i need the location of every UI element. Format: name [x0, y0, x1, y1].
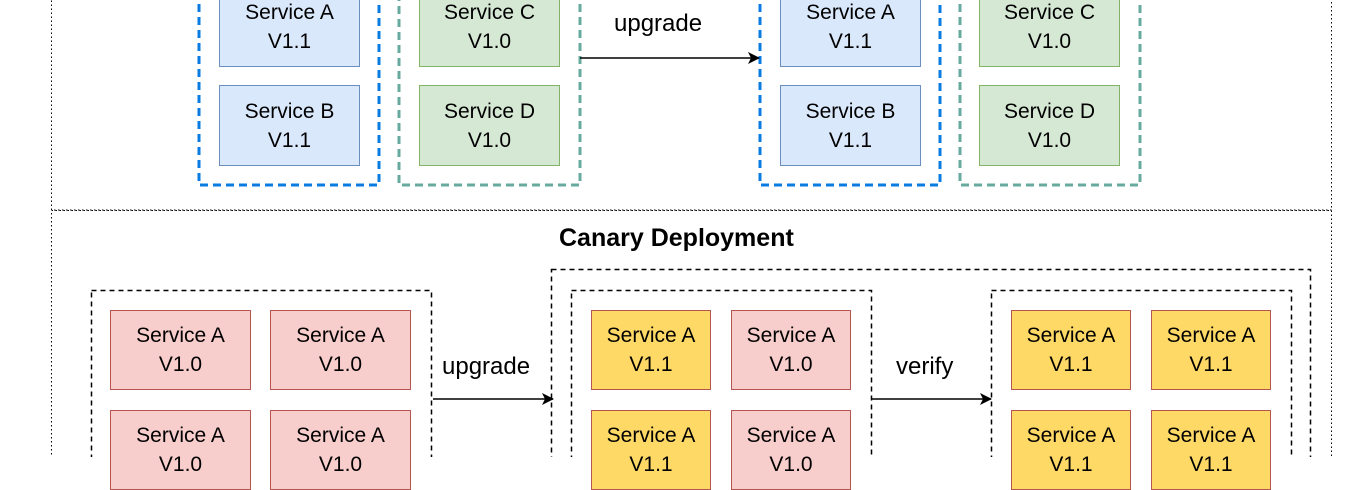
- service-box-canary-initial-2: Service A V1.0: [270, 310, 411, 390]
- blue-group-before: [197, 0, 381, 187]
- service-name: Service D: [443, 99, 536, 123]
- service-box-blue-after-1: Service A V1.1: [780, 0, 921, 67]
- service-box-canary-initial-4: Service A V1.0: [270, 410, 411, 490]
- service-box-canary-final-1: Service A V1.1: [1011, 310, 1131, 390]
- service-version: V1.1: [1049, 453, 1093, 476]
- service-version: V1.1: [1189, 353, 1233, 376]
- canary-partial-group: [570, 289, 873, 457]
- service-name: Service A: [746, 424, 836, 447]
- service-version: V1.0: [467, 128, 512, 152]
- service-version: V1.0: [318, 453, 363, 476]
- service-name: Service C: [1003, 0, 1096, 24]
- service-version: V1.0: [1027, 29, 1072, 53]
- service-box-canary-final-2: Service A V1.1: [1151, 310, 1271, 390]
- service-version: V1.1: [629, 353, 673, 376]
- canary-section-frame: [51, 210, 1332, 457]
- service-box-canary-final-4: Service A V1.1: [1151, 410, 1271, 490]
- service-version: V1.0: [467, 29, 512, 53]
- verify-label-canary: verify: [896, 353, 954, 380]
- service-version: V1.0: [158, 353, 203, 376]
- service-name: Service A: [296, 324, 385, 347]
- canary-outer-group: [550, 268, 1312, 457]
- service-box-canary-initial-1: Service A V1.0: [110, 310, 251, 390]
- service-version: V1.1: [267, 29, 312, 53]
- service-name: Service D: [1003, 99, 1096, 123]
- service-box-canary-partial-2: Service A V1.0: [731, 310, 851, 390]
- service-name: Service C: [443, 0, 536, 24]
- service-version: V1.0: [769, 353, 813, 376]
- service-box-canary-partial-1: Service A V1.1: [591, 310, 711, 390]
- service-name: Service A: [136, 424, 225, 447]
- upgrade-label-blue-green: upgrade: [614, 10, 703, 37]
- service-version: V1.0: [1027, 128, 1072, 152]
- service-name: Service A: [606, 324, 696, 347]
- service-name: Service B: [244, 99, 335, 123]
- canary-title: Canary Deployment: [559, 224, 794, 252]
- canary-initial-group: [90, 289, 433, 457]
- service-version: V1.0: [318, 353, 363, 376]
- service-name: Service A: [1166, 324, 1256, 347]
- service-box-canary-partial-4: Service A V1.0: [731, 410, 851, 490]
- green-group-after: [958, 0, 1142, 187]
- canary-final-group: [990, 289, 1293, 457]
- service-name: Service A: [245, 0, 334, 24]
- service-version: V1.0: [769, 453, 813, 476]
- service-version: V1.1: [828, 128, 873, 152]
- service-box-canary-final-3: Service A V1.1: [1011, 410, 1131, 490]
- service-box-canary-initial-3: Service A V1.0: [110, 410, 251, 490]
- diagram-canvas: [51, 0, 1332, 457]
- service-box-blue-before-1: Service A V1.1: [219, 0, 360, 67]
- service-version: V1.0: [158, 453, 203, 476]
- service-version: V1.1: [828, 29, 873, 53]
- service-version: V1.1: [629, 453, 673, 476]
- service-name: Service A: [606, 424, 696, 447]
- service-box-blue-before-2: Service B V1.1: [219, 85, 360, 166]
- service-name: Service A: [1166, 424, 1256, 447]
- service-box-green-after-2: Service D V1.0: [979, 85, 1120, 166]
- service-name: Service A: [746, 324, 836, 347]
- service-version: V1.1: [267, 128, 312, 152]
- service-name: Service A: [296, 424, 385, 447]
- blue-group-after: [758, 0, 942, 187]
- upgrade-label-canary: upgrade: [442, 353, 531, 380]
- service-box-canary-partial-3: Service A V1.1: [591, 410, 711, 490]
- service-name: Service A: [1026, 424, 1116, 447]
- service-box-green-before-1: Service C V1.0: [419, 0, 560, 67]
- service-name: Service B: [805, 99, 896, 123]
- service-box-green-after-1: Service C V1.0: [979, 0, 1120, 67]
- service-version: V1.1: [1049, 353, 1093, 376]
- service-name: Service A: [806, 0, 895, 24]
- service-version: V1.1: [1189, 453, 1233, 476]
- green-group-before: [397, 0, 582, 187]
- service-box-green-before-2: Service D V1.0: [419, 85, 560, 166]
- service-name: Service A: [1026, 324, 1116, 347]
- service-box-blue-after-2: Service B V1.1: [780, 85, 921, 166]
- service-name: Service A: [136, 324, 225, 347]
